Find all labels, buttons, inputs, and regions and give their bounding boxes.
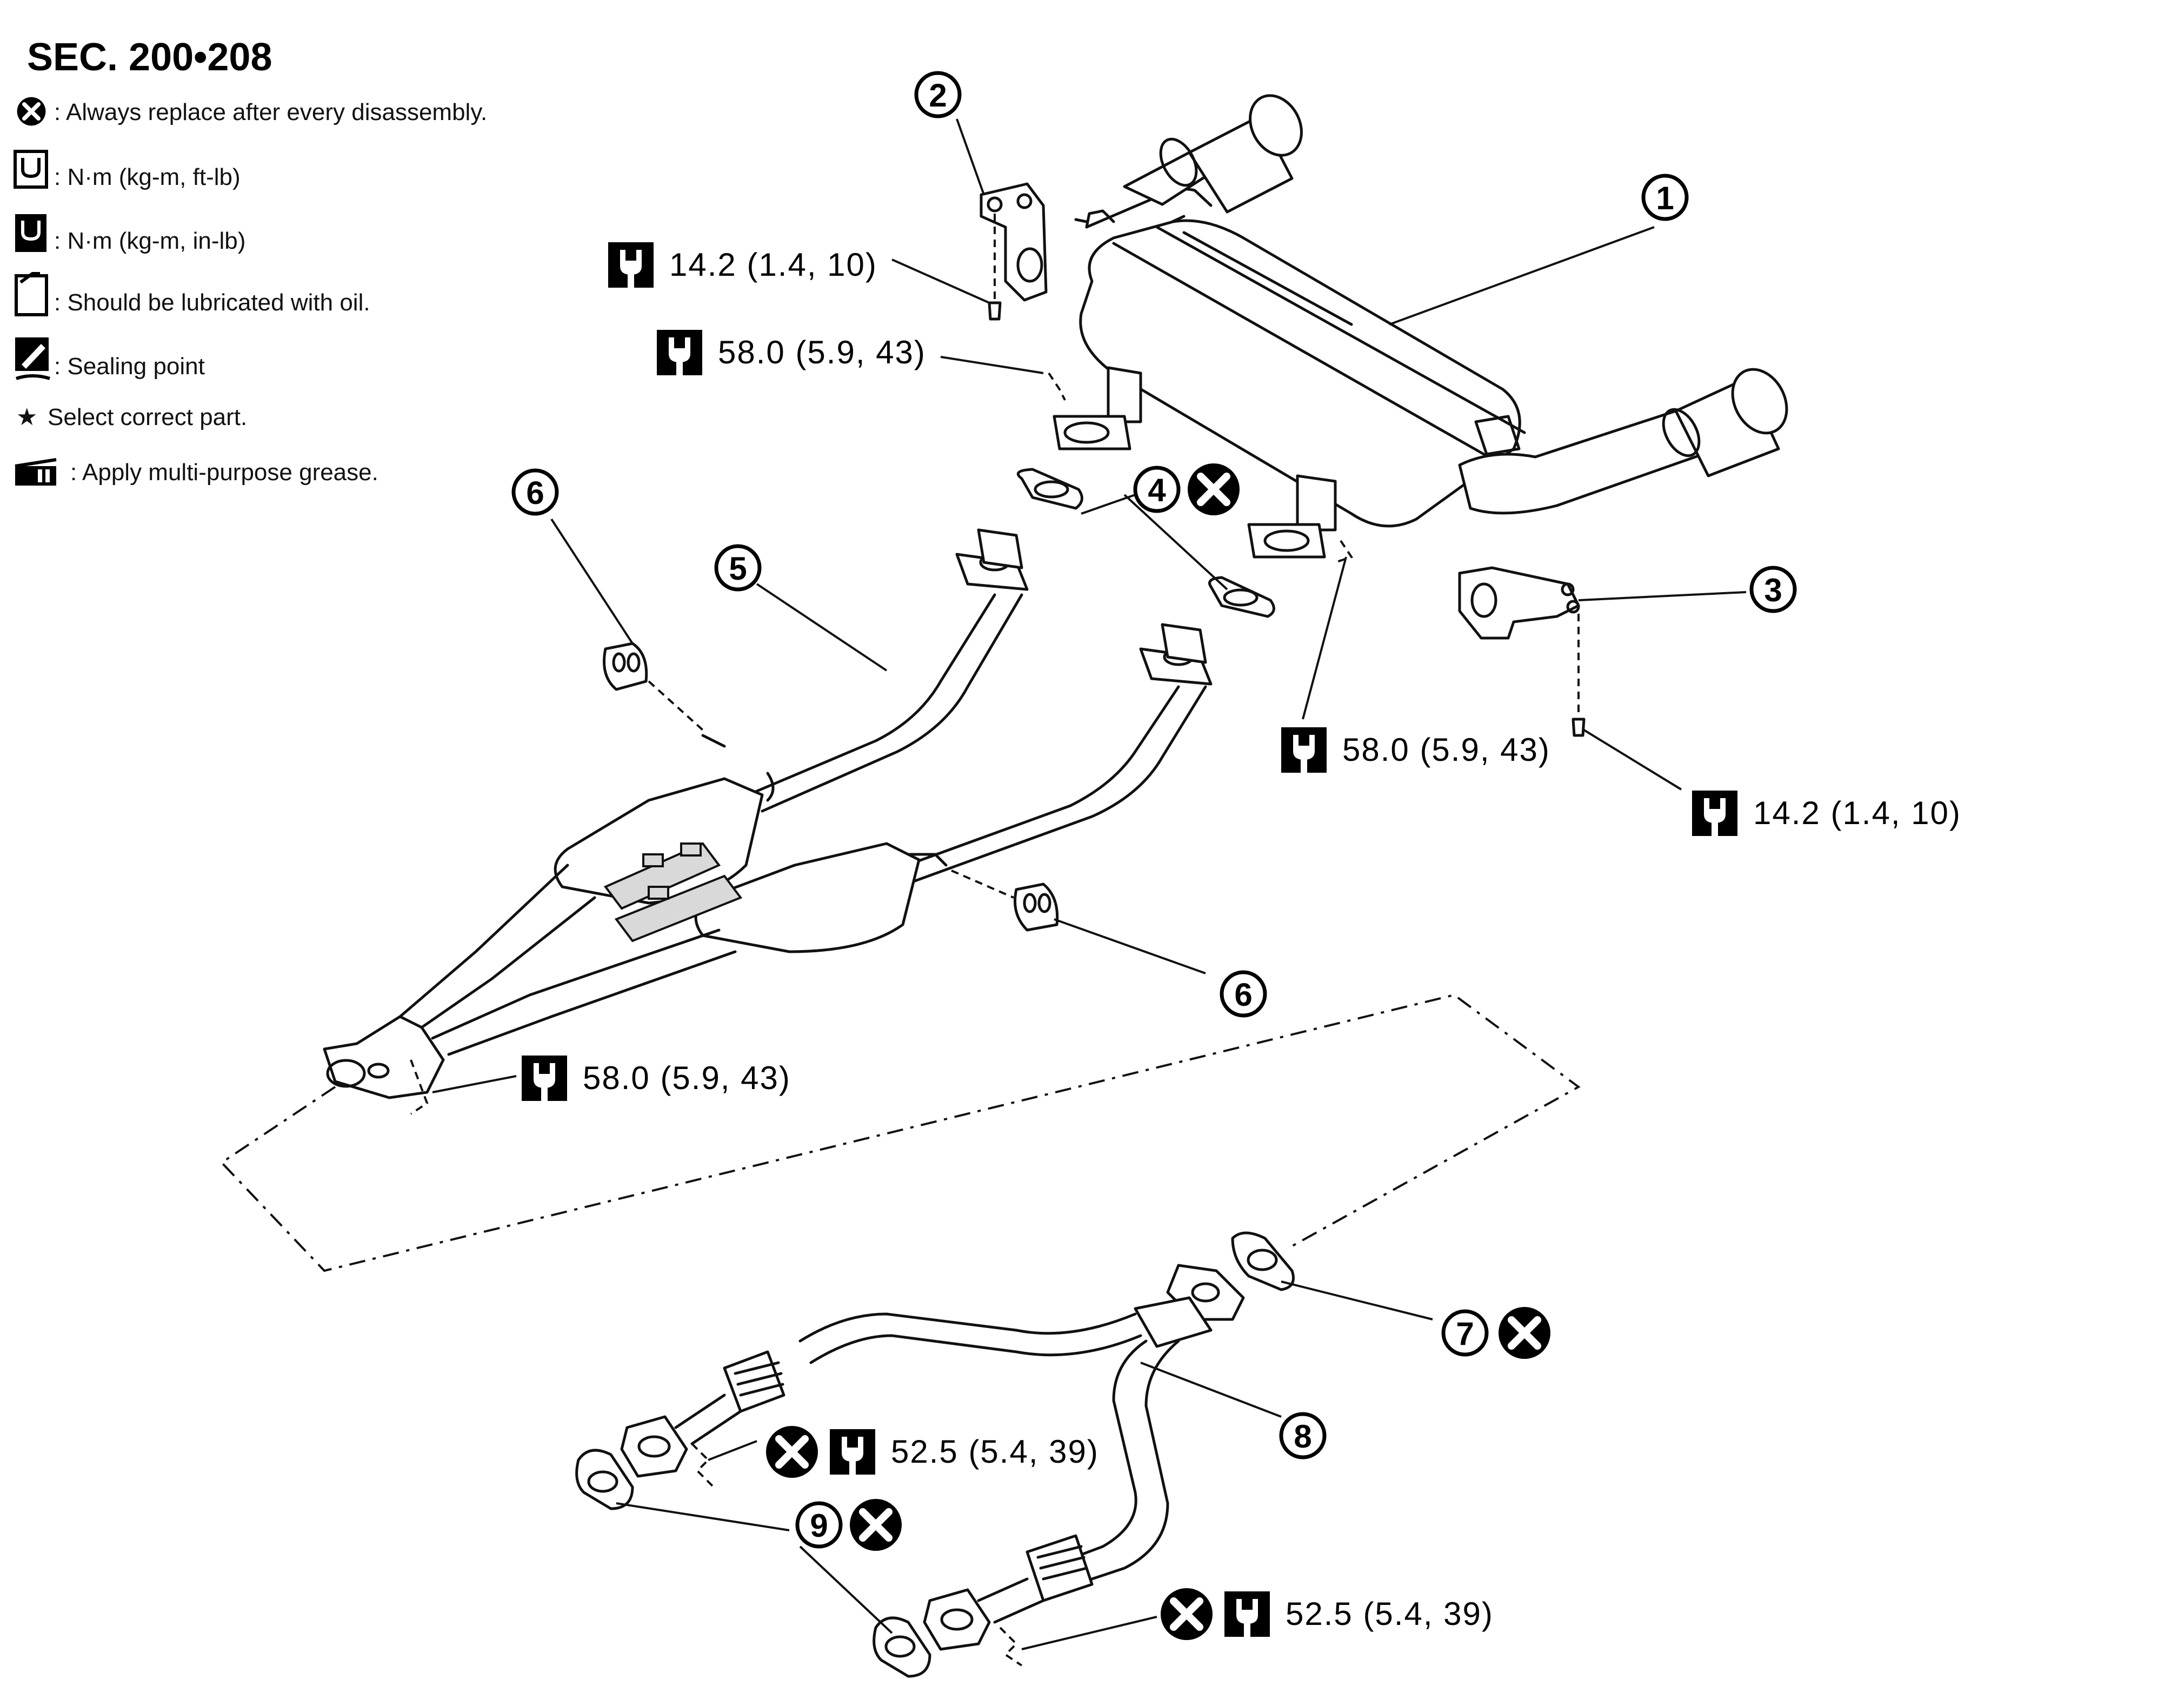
legend-sealing-text: : Sealing point bbox=[54, 353, 205, 380]
main-muffler bbox=[1053, 94, 1788, 559]
legend-replace-text: : Always replace after every disassembly… bbox=[54, 99, 487, 125]
legend-torque-ft-text: : N·m (kg-m, ft-lb) bbox=[54, 164, 241, 190]
sealing-point-icon bbox=[15, 337, 50, 380]
torque-wrench-icon bbox=[522, 1056, 567, 1101]
svg-text:58.0 (5.9, 43): 58.0 (5.9, 43) bbox=[718, 334, 926, 370]
svg-text:7: 7 bbox=[1456, 1316, 1474, 1352]
torque-wrench-icon bbox=[608, 242, 654, 288]
svg-text:8: 8 bbox=[1294, 1418, 1311, 1455]
svg-text:6: 6 bbox=[526, 475, 544, 511]
torque-spec-front-lower: 52.5 (5.4, 39) bbox=[1161, 1588, 1494, 1640]
callout-6-lower: 6 bbox=[1220, 970, 1267, 1018]
callout-1: 1 bbox=[1641, 174, 1689, 221]
front-tube-8 bbox=[620, 1264, 1245, 1651]
torque-spec-hanger-2: 14.2 (1.4, 10) bbox=[608, 242, 877, 288]
gasket-9-upper bbox=[575, 1449, 634, 1510]
callout-4: 4 bbox=[1133, 466, 1181, 513]
gasket-4-left bbox=[1016, 468, 1083, 510]
svg-text:52.5 (5.4, 39): 52.5 (5.4, 39) bbox=[1286, 1596, 1494, 1632]
callout-5: 5 bbox=[714, 544, 762, 592]
svg-text:6: 6 bbox=[1234, 977, 1252, 1013]
svg-text:14.2 (1.4, 10): 14.2 (1.4, 10) bbox=[669, 247, 877, 283]
svg-text:4: 4 bbox=[1148, 472, 1166, 508]
replace-x-icon bbox=[850, 1499, 902, 1551]
torque-spec-muffler-right: 58.0 (5.9, 43) bbox=[1281, 727, 1550, 773]
torque-spec-hanger-3: 14.2 (1.4, 10) bbox=[1692, 791, 1961, 836]
torque-spec-front-upper: 52.5 (5.4, 39) bbox=[766, 1426, 1099, 1478]
svg-text:58.0 (5.9, 43): 58.0 (5.9, 43) bbox=[1342, 732, 1550, 768]
section-title: SEC. 200•208 bbox=[27, 36, 272, 79]
gasket-7 bbox=[1231, 1231, 1295, 1291]
svg-text:3: 3 bbox=[1764, 572, 1782, 608]
torque-wrench-icon bbox=[1224, 1591, 1270, 1637]
replace-x-icon bbox=[1161, 1588, 1213, 1640]
callout-3: 3 bbox=[1749, 566, 1797, 613]
star-icon: ★ bbox=[16, 404, 37, 430]
torque-wrench-icon bbox=[14, 150, 48, 189]
rubber-mount-6-lower bbox=[951, 870, 1059, 932]
torque-wrench-icon bbox=[1281, 727, 1327, 773]
torque-spec-center-front: 58.0 (5.9, 43) bbox=[522, 1056, 791, 1101]
svg-text:58.0 (5.9, 43): 58.0 (5.9, 43) bbox=[583, 1060, 791, 1096]
muffler-hanger-3 bbox=[1458, 566, 1586, 737]
torque-wrench-icon bbox=[657, 330, 702, 375]
callout-8: 8 bbox=[1279, 1412, 1327, 1459]
legend: : Always replace after every disassembly… bbox=[14, 97, 487, 486]
replace-x-icon bbox=[17, 97, 46, 126]
oil-can-icon bbox=[15, 272, 48, 316]
svg-text:5: 5 bbox=[729, 550, 747, 587]
callout-7: 7 bbox=[1441, 1309, 1489, 1357]
legend-grease-text: : Apply multi-purpose grease. bbox=[70, 459, 378, 486]
svg-text:2: 2 bbox=[929, 77, 947, 114]
connection-dash-line bbox=[219, 993, 1581, 1272]
torque-wrench-icon bbox=[1692, 791, 1737, 836]
svg-text:9: 9 bbox=[810, 1508, 828, 1544]
replace-x-icon bbox=[1499, 1307, 1550, 1359]
callout-2: 2 bbox=[914, 71, 962, 118]
legend-select-text: Select correct part. bbox=[48, 404, 247, 430]
grease-icon bbox=[15, 458, 57, 486]
torque-spec-muffler-left: 58.0 (5.9, 43) bbox=[657, 330, 926, 375]
replace-x-icon bbox=[766, 1426, 818, 1478]
muffler-hanger-2 bbox=[980, 182, 1048, 321]
legend-oil-text: : Should be lubricated with oil. bbox=[54, 289, 370, 316]
gasket-9-lower bbox=[873, 1616, 931, 1678]
torque-wrench-filled-icon bbox=[15, 214, 46, 252]
callout-6-upper: 6 bbox=[511, 468, 559, 516]
svg-text:1: 1 bbox=[1656, 180, 1674, 216]
replace-x-icon bbox=[1188, 463, 1240, 515]
svg-text:52.5 (5.4, 39): 52.5 (5.4, 39) bbox=[891, 1433, 1099, 1470]
center-tube-5 bbox=[323, 528, 1213, 1099]
svg-text:14.2 (1.4, 10): 14.2 (1.4, 10) bbox=[1753, 795, 1961, 831]
rubber-mount-6-upper bbox=[603, 642, 704, 731]
bolt-dash bbox=[410, 1059, 429, 1115]
callout-9: 9 bbox=[795, 1501, 843, 1549]
torque-wrench-icon bbox=[830, 1429, 875, 1475]
legend-torque-in-text: : N·m (kg-m, in-lb) bbox=[54, 228, 245, 254]
